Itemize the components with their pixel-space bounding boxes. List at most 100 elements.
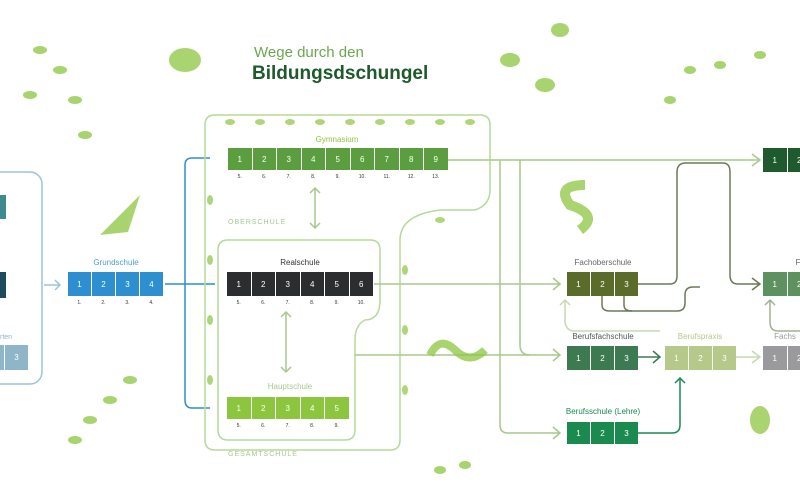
grundschule-label: Grundschule (93, 258, 139, 267)
berufspraxis-label: Berufspraxis (677, 332, 723, 341)
gymnasium-grades: 5. 6. 7. 8. 9. 10. 11. 12. 13. (228, 174, 448, 180)
gymnasium-label: Gymnasium (315, 135, 359, 144)
grade-label: 9. (334, 423, 339, 429)
grade-label: 2. (101, 300, 106, 306)
grade-label: 5. (236, 423, 241, 429)
grade-label: 1. (77, 300, 82, 306)
year-cell: 3 (615, 272, 638, 296)
kindergarten-label: rten (0, 334, 13, 341)
kindergarten-row: 3 (0, 345, 28, 370)
cut-off-cell-dark (0, 272, 6, 298)
year-cell: 2 (591, 272, 614, 296)
year-cell: 1 (567, 272, 590, 296)
kindergarten-frame (0, 171, 43, 385)
grundschule-grades: 1. 2. 3. 4. (68, 300, 163, 306)
year-cell: 1 (665, 346, 688, 370)
grade-label: 6. (262, 174, 267, 180)
grade-label: 8. (310, 300, 315, 306)
realschule-grades: 5. 6. 7. 8. 9. 10. (227, 300, 373, 306)
grade-label: 7. (286, 174, 291, 180)
year-cell: 1 (228, 148, 252, 170)
year-cell: 1 (567, 346, 590, 370)
grade-label: 4. (149, 300, 154, 306)
grade-label: 6. (261, 423, 266, 429)
year-cell: 2 (591, 422, 614, 444)
berufsfachschule-label: Berufsfachschule (572, 332, 634, 341)
grade-label: 7. (285, 423, 290, 429)
grade-label: 10. (358, 174, 366, 180)
year-cell: 4 (300, 272, 324, 296)
grade-label: 8. (311, 174, 316, 180)
grade-label: 8. (310, 423, 315, 429)
year-cell: 3 (5, 345, 28, 370)
year-cell: 2 (251, 397, 275, 419)
fachoberschule-label: Fachoberschule (574, 258, 632, 267)
grade-label: 6. (261, 300, 266, 306)
year-cell: 1 (763, 272, 787, 296)
grade-label: 13. (432, 174, 440, 180)
grade-label: 5. (236, 300, 241, 306)
year-cell: 2 (689, 346, 712, 370)
cut-off-cell-teal (0, 195, 6, 219)
realschule-label: Realschule (280, 258, 320, 267)
year-cell: 3 (615, 346, 638, 370)
year-cell: 3 (276, 397, 300, 419)
year-cell: 3 (116, 272, 139, 296)
right-bottom-label: Fachs (774, 332, 796, 341)
year-cell: 6 (349, 272, 373, 296)
title-line-2: Bildungsdschungel (252, 63, 429, 84)
oberschule-label: OBERSCHULE (228, 219, 287, 226)
year-cell: 2 (787, 272, 800, 296)
year-cell: 2 (251, 272, 275, 296)
grade-label: 5. (237, 174, 242, 180)
grade-label: 3. (125, 300, 130, 306)
right-mid-label: F (795, 258, 800, 267)
oberschule-frame (204, 114, 491, 451)
year-cell: 3 (276, 272, 300, 296)
year-cell: 9 (424, 148, 448, 170)
year-cell: 1 (227, 397, 251, 419)
year-cell: 8 (399, 148, 423, 170)
grade-label: 10. (357, 300, 365, 306)
year-cell: 3 (277, 148, 301, 170)
year-cell: 1 (567, 422, 590, 444)
hauptschule-grades: 5. 6. 7. 8. 9. (227, 423, 349, 429)
title-line-1: Wege durch den (254, 44, 364, 61)
grade-label: 7. (285, 300, 290, 306)
year-cell: 1 (763, 346, 787, 370)
year-cell: 6 (350, 148, 374, 170)
year-cell: 5 (325, 272, 349, 296)
grade-label: 9. (335, 174, 340, 180)
year-cell: 4 (300, 397, 324, 419)
year-cell: 4 (301, 148, 325, 170)
grade-label: 12. (407, 174, 415, 180)
gesamtschule-frame (217, 239, 381, 441)
year-cell: 5 (325, 397, 349, 419)
year-cell: 1 (763, 148, 787, 172)
gesamtschule-label: GESAMTSCHULE (228, 451, 298, 458)
year-cell: 1 (68, 272, 91, 296)
year-cell: 2 (787, 346, 800, 370)
grade-label: 11. (383, 174, 391, 180)
year-cell: 5 (326, 148, 350, 170)
hauptschule-label: Hauptschule (267, 382, 313, 391)
year-cell: 2 (252, 148, 276, 170)
grade-label: 9. (334, 300, 339, 306)
leaf-decorations (23, 23, 770, 474)
year-cell: 3 (713, 346, 736, 370)
year-cell: 7 (375, 148, 399, 170)
year-cell: 2 (787, 148, 800, 172)
year-cell: 4 (140, 272, 163, 296)
